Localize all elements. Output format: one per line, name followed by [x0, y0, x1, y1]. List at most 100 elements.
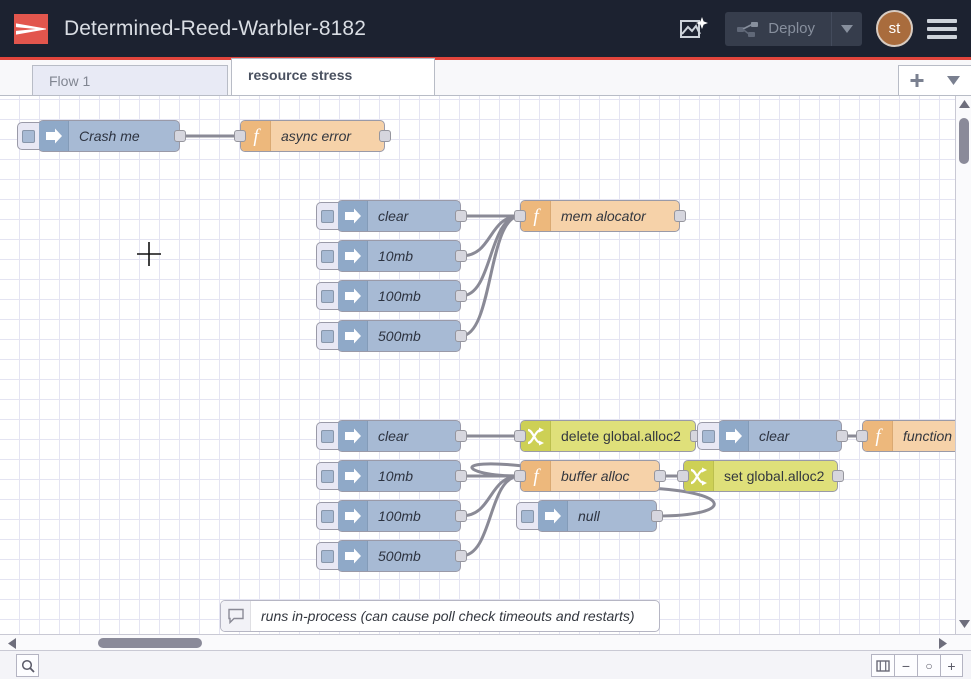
node-change-n15[interactable]: set global.alloc2	[683, 460, 838, 492]
inject-button-square	[321, 469, 334, 483]
node-inject-n14[interactable]: null	[537, 500, 657, 532]
inject-trigger-button-n10[interactable]	[316, 502, 338, 530]
node-label: buffer alloc	[561, 468, 630, 484]
node-inject-n11[interactable]: 500mb	[337, 540, 461, 572]
node-label: runs in-process (can cause poll check ti…	[261, 608, 635, 624]
node-output-port-n3[interactable]	[455, 210, 467, 222]
function-f-icon: f	[521, 201, 551, 231]
node-output-port-n7[interactable]	[674, 210, 686, 222]
deploy-button-group[interactable]: Deploy	[725, 11, 862, 46]
node-input-port-n17[interactable]	[856, 430, 868, 442]
search-icon	[21, 659, 35, 673]
inject-arrow-icon	[344, 288, 361, 304]
deploy-button[interactable]: Deploy	[725, 11, 832, 46]
vertical-scroll-thumb[interactable]	[959, 118, 969, 164]
scroll-right-button[interactable]	[937, 637, 949, 649]
node-output-port-n2[interactable]	[379, 130, 391, 142]
node-output-port-n15[interactable]	[832, 470, 844, 482]
function-f-icon: f	[533, 466, 541, 486]
node-input-port-n15[interactable]	[677, 470, 689, 482]
node-output-port-n1[interactable]	[174, 130, 186, 142]
wire-n4-to-n7[interactable]	[459, 214, 522, 258]
node-inject-n16[interactable]: clear	[718, 420, 842, 452]
inject-trigger-button-n4[interactable]	[316, 242, 338, 270]
vertical-scrollbar[interactable]	[955, 96, 971, 634]
hamburger-menu-icon[interactable]	[927, 15, 957, 43]
node-input-port-n7[interactable]	[514, 210, 526, 222]
node-inject-n8[interactable]: clear	[337, 420, 461, 452]
node-output-port-n4[interactable]	[455, 250, 467, 262]
wire-n11-to-n13[interactable]	[459, 474, 522, 558]
node-inject-n3[interactable]: clear	[337, 200, 461, 232]
node-label: 500mb	[378, 328, 421, 344]
scroll-up-button[interactable]	[958, 98, 970, 110]
inject-trigger-button-n1[interactable]	[17, 122, 39, 150]
inject-trigger-button-n3[interactable]	[316, 202, 338, 230]
node-comment-n18[interactable]: runs in-process (can cause poll check ti…	[220, 600, 660, 632]
inject-button-square	[321, 249, 334, 263]
node-inject-n9[interactable]: 10mb	[337, 460, 461, 492]
node-output-port-n16[interactable]	[836, 430, 848, 442]
node-red-logo	[14, 13, 48, 44]
deploy-dropdown-toggle[interactable]	[832, 12, 862, 46]
inject-trigger-button-n11[interactable]	[316, 542, 338, 570]
flow-list-button[interactable]	[935, 66, 971, 95]
horizontal-scroll-thumb[interactable]	[98, 638, 202, 648]
node-inject-n10[interactable]: 100mb	[337, 500, 461, 532]
image-sparkle-icon[interactable]	[677, 14, 711, 44]
zoom-reset-button[interactable]: ○	[917, 654, 940, 677]
node-input-port-n12[interactable]	[514, 430, 526, 442]
inject-arrow-icon	[344, 248, 361, 264]
change-shuffle-icon	[690, 467, 707, 485]
node-inject-n6[interactable]: 500mb	[337, 320, 461, 352]
node-output-port-n6[interactable]	[455, 330, 467, 342]
node-function-n13[interactable]: f buffer alloc	[520, 460, 660, 492]
inject-trigger-button-n9[interactable]	[316, 462, 338, 490]
node-output-port-n13[interactable]	[654, 470, 666, 482]
avatar[interactable]: st	[876, 10, 913, 47]
scroll-down-button[interactable]	[958, 618, 970, 630]
wire-n6-to-n7[interactable]	[459, 214, 522, 338]
scroll-left-button[interactable]	[6, 637, 18, 649]
app-header: Determined-Reed-Warbler-8182 Deploy	[0, 0, 971, 60]
inject-arrow-icon	[344, 548, 361, 564]
add-flow-button[interactable]	[899, 66, 935, 95]
node-output-port-n10[interactable]	[455, 510, 467, 522]
node-output-port-n11[interactable]	[455, 550, 467, 562]
triangle-right-icon	[939, 637, 947, 649]
tab-flow-1[interactable]: Flow 1	[32, 65, 228, 95]
search-button[interactable]	[16, 654, 39, 677]
function-f-icon: f	[241, 121, 271, 151]
svg-text:f: f	[533, 466, 541, 486]
zoom-out-button[interactable]: −	[894, 654, 917, 677]
inject-arrow-icon	[338, 281, 368, 311]
node-inject-n4[interactable]: 10mb	[337, 240, 461, 272]
node-label: clear	[378, 428, 409, 444]
node-output-port-n9[interactable]	[455, 470, 467, 482]
zoom-in-button[interactable]: +	[940, 654, 963, 677]
inject-trigger-button-n6[interactable]	[316, 322, 338, 350]
node-change-n12[interactable]: delete global.alloc2	[520, 420, 696, 452]
inject-button-square	[321, 509, 334, 523]
node-label: function	[903, 428, 953, 444]
node-output-port-n8[interactable]	[455, 430, 467, 442]
node-inject-n5[interactable]: 100mb	[337, 280, 461, 312]
navigator-button[interactable]	[871, 654, 894, 677]
node-input-port-n2[interactable]	[234, 130, 246, 142]
inject-trigger-button-n5[interactable]	[316, 282, 338, 310]
tab-resource-stress[interactable]: resource stress	[231, 58, 435, 95]
node-output-port-n5[interactable]	[455, 290, 467, 302]
inject-trigger-button-n16[interactable]	[697, 422, 719, 450]
node-input-port-n13[interactable]	[514, 470, 526, 482]
inject-trigger-button-n8[interactable]	[316, 422, 338, 450]
inject-trigger-button-n14[interactable]	[516, 502, 538, 530]
node-inject-n1[interactable]: Crash me	[38, 120, 180, 152]
node-output-port-n14[interactable]	[651, 510, 663, 522]
horizontal-scrollbar[interactable]	[0, 634, 971, 650]
wire-n10-to-n13[interactable]	[459, 474, 522, 518]
inject-arrow-icon	[344, 508, 361, 524]
